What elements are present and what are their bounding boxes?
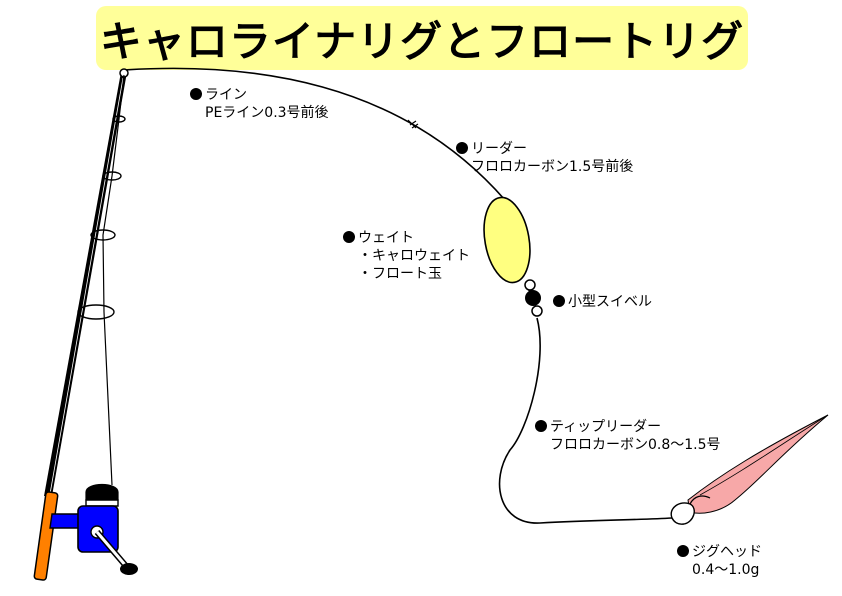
label-swivel: 小型スイベル [553,293,652,311]
swivel-bottom-ring-icon [531,305,543,317]
main-line [123,67,506,201]
worm-tail [699,414,829,496]
label-line: ライン PEライン0.3号前後 [190,86,329,122]
jighead-icon [670,502,695,525]
title-banner: キャロライナリグとフロートリグ [96,6,748,70]
label-leader-spec: フロロカーボン1.5号前後 [471,159,634,175]
line-knot-icon [407,119,419,129]
label-tippet-spec: フロロカーボン0.8～1.5号 [550,437,721,453]
label-jighead: ジグヘッド 0.4～1.0g [677,543,762,579]
spinning-reel-icon [49,483,138,575]
label-line-heading: ライン [205,87,247,103]
label-leader: リーダー フロロカーボン1.5号前後 [456,140,633,176]
label-line-spec: PEライン0.3号前後 [205,105,329,121]
jighead-hook-icon [689,495,711,505]
float-icon [483,196,531,284]
bullet-icon [456,142,468,154]
label-jighead-heading: ジグヘッド [692,544,762,560]
fishing-rod-icon [44,72,127,496]
label-leader-heading: リーダー [471,141,527,157]
page-title: キャロライナリグとフロートリグ [99,16,745,66]
rod-guide-icon [77,304,115,320]
bullet-icon [677,545,689,557]
bullet-icon [343,231,355,243]
rod-grip-icon [33,491,59,581]
label-weight-heading: ウェイト [358,230,414,246]
bullet-icon [553,295,565,307]
bullet-icon [535,420,547,432]
label-jighead-spec: 0.4～1.0g [692,562,760,578]
label-tippet-heading: ティップリーダー [550,419,662,435]
swivel-top-ring-icon [524,279,536,291]
label-tippet: ティップリーダー フロロカーボン0.8～1.5号 [535,418,721,454]
label-weight: ウェイト ・キャロウェイト ・フロート玉 [343,229,470,283]
tippet-line [498,317,673,524]
line-to-reel [102,74,125,486]
swivel-icon [525,290,541,306]
label-weight-option-float: ・フロート玉 [358,266,442,282]
label-swivel-heading: 小型スイベル [568,294,652,310]
bullet-icon [190,88,202,100]
rod-highlight [49,77,124,495]
label-weight-option-carolina: ・キャロウェイト [358,248,470,264]
worm-icon [687,414,829,514]
